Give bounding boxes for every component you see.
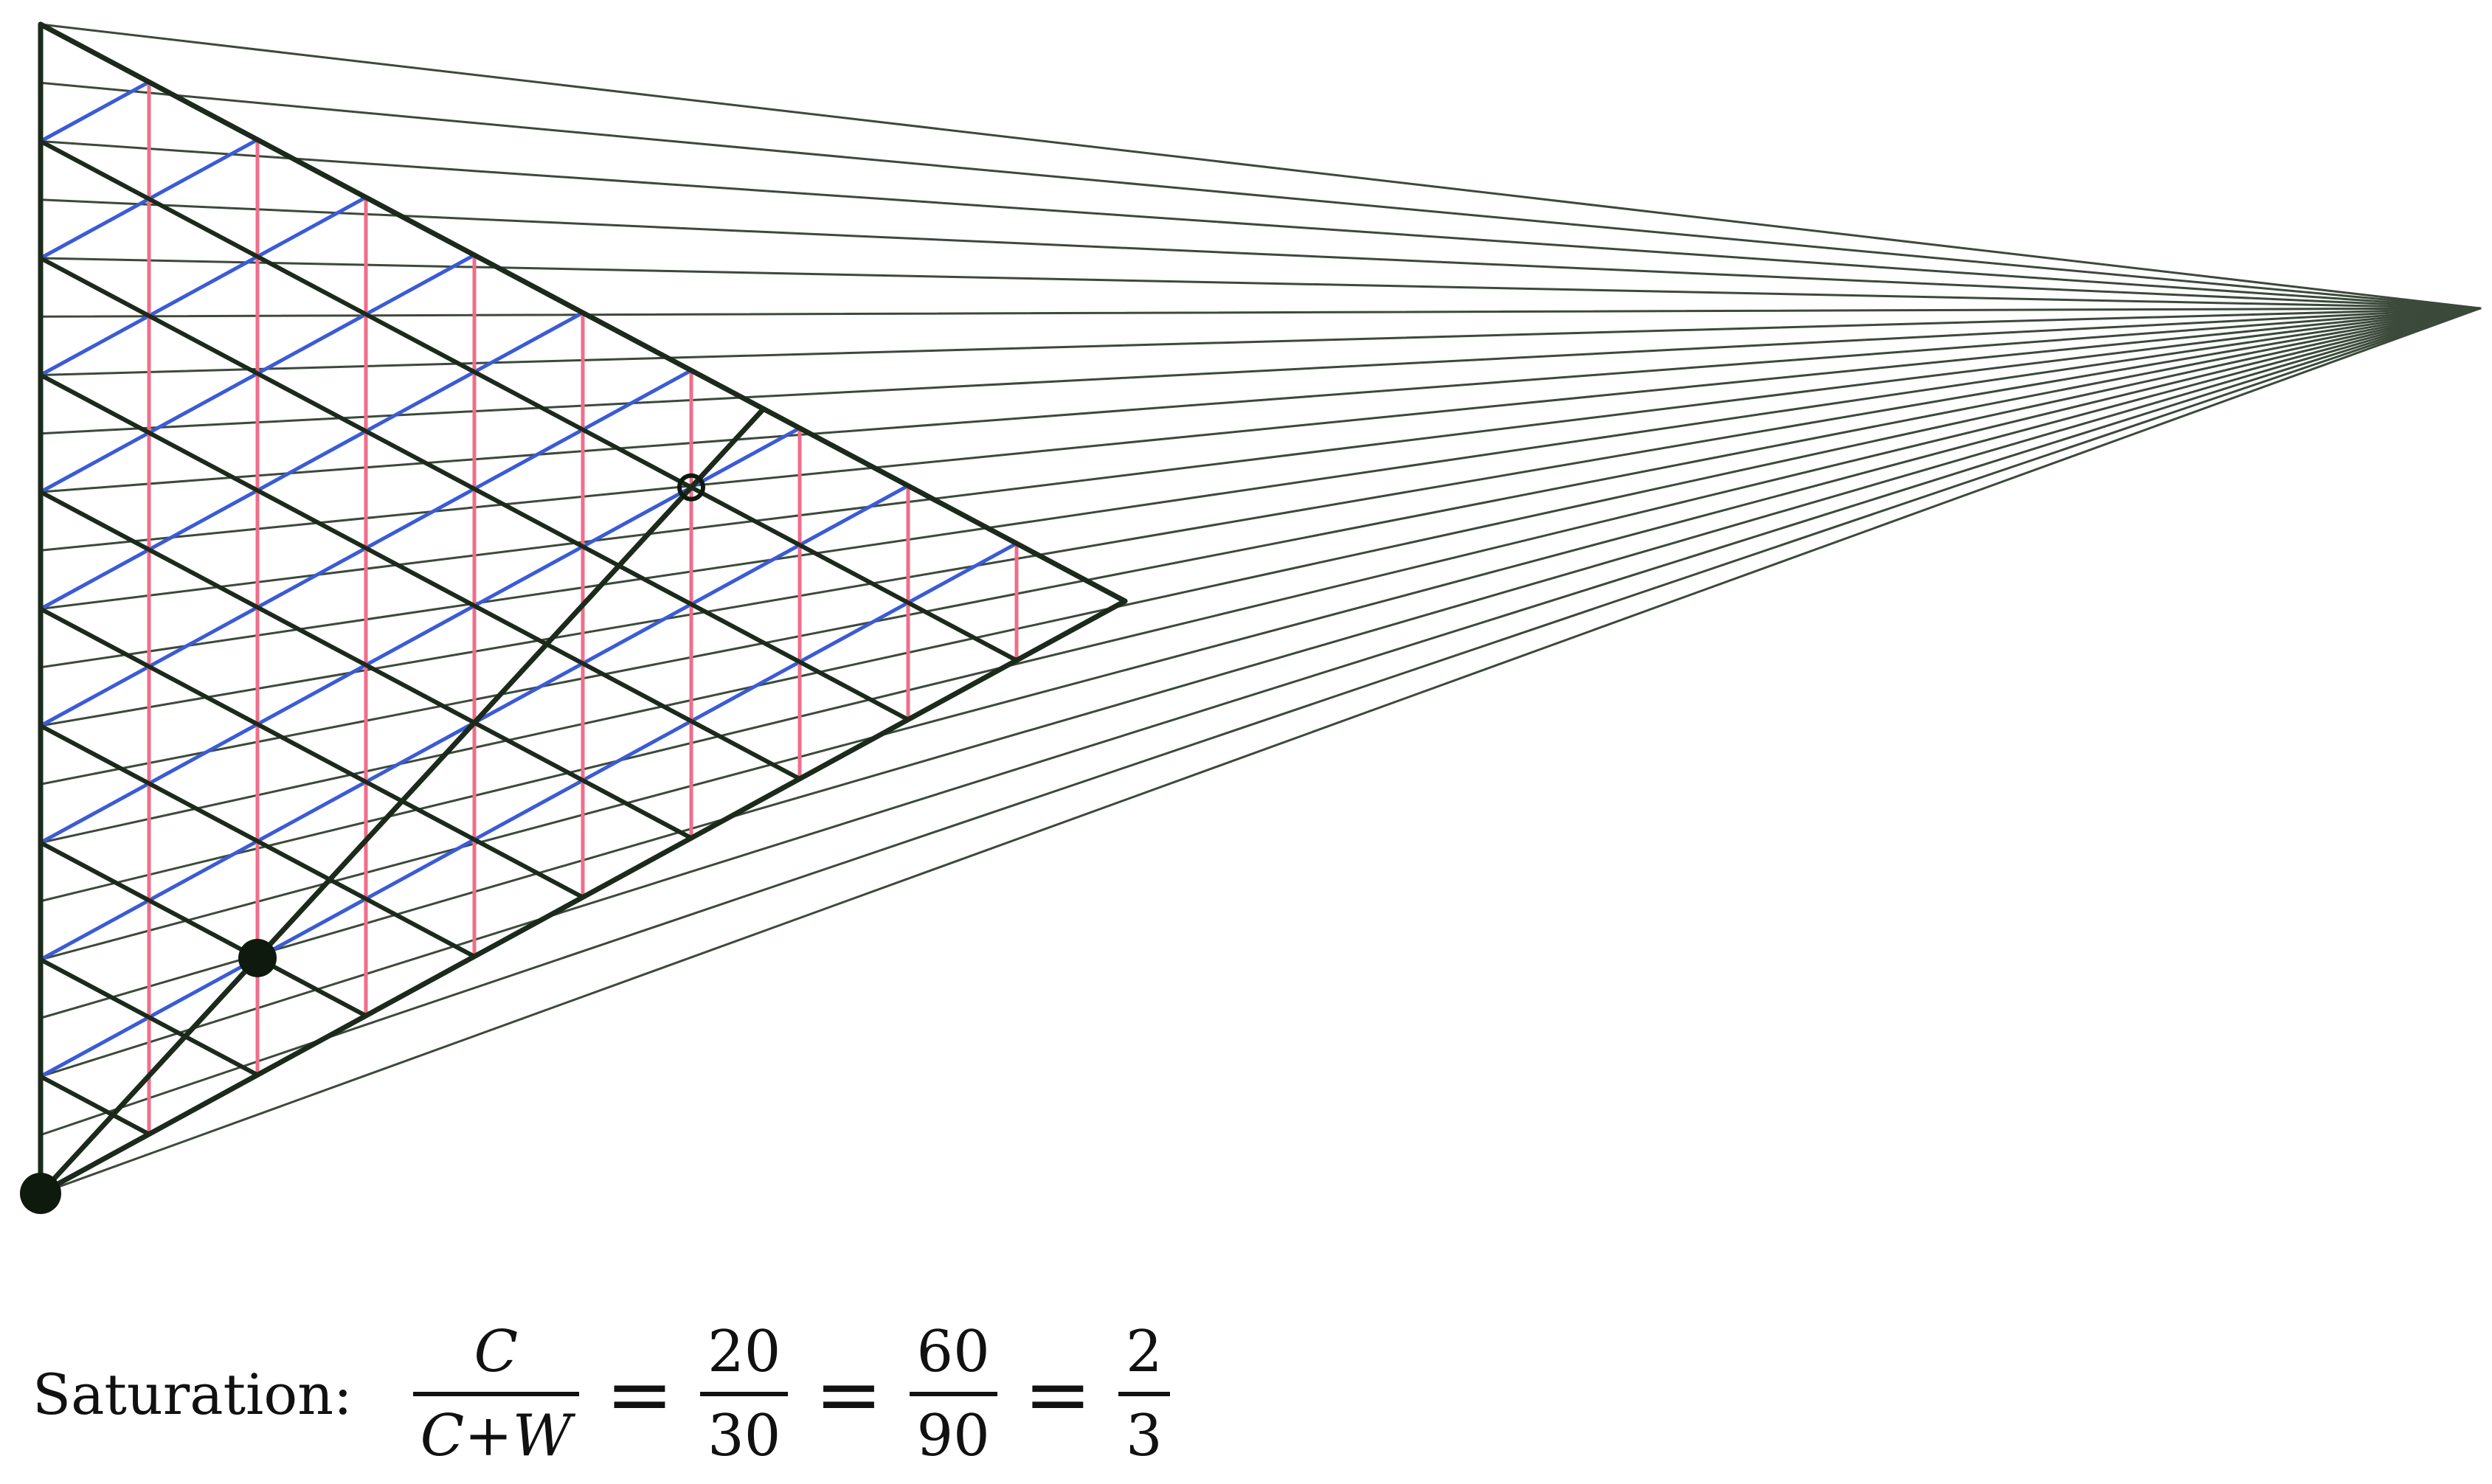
equals-sign: = bbox=[1023, 1347, 1092, 1441]
perspective-ray bbox=[39, 307, 2482, 318]
fraction-denominator: 90 bbox=[916, 1403, 990, 1469]
perspective-ray bbox=[39, 307, 2482, 1195]
mixture-point-marker bbox=[238, 938, 277, 977]
fraction-denominator: 30 bbox=[707, 1403, 781, 1469]
fraction-bar bbox=[1118, 1392, 1170, 1396]
perspective-ray bbox=[39, 307, 2482, 1078]
saturation-formula: Saturation: C C+W = 20 30 = 60 90 = 2 3 bbox=[32, 1306, 1186, 1483]
fraction-numerator: 2 bbox=[1125, 1319, 1163, 1385]
fraction-2-over-3: 2 3 bbox=[1118, 1318, 1170, 1470]
perspective-rays bbox=[39, 23, 2482, 1195]
black-grid-line bbox=[38, 724, 477, 959]
perspective-ray bbox=[39, 307, 2482, 493]
perspective-ray bbox=[39, 307, 2482, 435]
fraction-numerator: C bbox=[474, 1319, 519, 1385]
perspective-ray bbox=[39, 257, 2482, 310]
perspective-ray bbox=[39, 307, 2482, 1137]
perspective-ray bbox=[39, 307, 2482, 552]
fraction-bar bbox=[412, 1392, 579, 1396]
fraction-c-over-c-plus-w: C C+W bbox=[412, 1318, 579, 1470]
equals-sign: = bbox=[605, 1347, 674, 1441]
black-grid-line bbox=[38, 490, 693, 841]
blue-grid-line bbox=[38, 426, 802, 845]
blue-grid-line bbox=[38, 311, 585, 611]
perspective-ray bbox=[39, 307, 2482, 376]
perspective-ray bbox=[39, 307, 2482, 610]
black-grid-line bbox=[38, 256, 910, 722]
fraction-denominator: 3 bbox=[1125, 1403, 1163, 1469]
projected-point-marker bbox=[677, 473, 705, 502]
saturation-line bbox=[38, 406, 766, 1196]
black-grid-line bbox=[38, 139, 1019, 663]
black-grid-line bbox=[38, 1074, 151, 1137]
black-grid-line bbox=[38, 957, 260, 1078]
perspective-ray bbox=[39, 307, 2482, 844]
perspective-ray bbox=[39, 307, 2482, 727]
blue-grid-line bbox=[38, 80, 151, 143]
black-grid-lines bbox=[38, 139, 1019, 1137]
fraction-bar bbox=[700, 1392, 789, 1396]
equals-sign: = bbox=[814, 1347, 883, 1441]
perspective-ray bbox=[39, 81, 2482, 310]
perspective-ray bbox=[39, 23, 2482, 310]
perspective-ray bbox=[39, 307, 2482, 786]
triangle-edge-top bbox=[38, 21, 1128, 604]
perspective-ray bbox=[39, 307, 2482, 903]
fraction-numerator: 20 bbox=[707, 1319, 781, 1385]
black-grid-line bbox=[38, 840, 368, 1019]
perspective-ray bbox=[39, 307, 2482, 1019]
fraction-bar bbox=[909, 1392, 997, 1396]
fraction-numerator: 60 bbox=[916, 1319, 990, 1385]
triangle-outline bbox=[38, 21, 1128, 1196]
perspective-ray bbox=[39, 307, 2482, 669]
blue-grid-line bbox=[38, 541, 1019, 1078]
fraction-20-over-30: 20 30 bbox=[700, 1318, 789, 1470]
perspective-ray bbox=[39, 307, 2482, 961]
triangle-edge-bottom bbox=[38, 598, 1128, 1196]
blue-grid-line bbox=[38, 195, 368, 377]
white-anchor-marker bbox=[20, 1173, 61, 1214]
black-grid-line bbox=[38, 372, 802, 781]
fraction-60-over-90: 60 90 bbox=[909, 1318, 997, 1470]
fraction-denominator: C+W bbox=[420, 1403, 572, 1469]
black-grid-line bbox=[38, 606, 585, 900]
formula-label: Saturation: bbox=[32, 1361, 353, 1427]
perspective-ray bbox=[39, 198, 2482, 310]
perspective-ray bbox=[39, 140, 2482, 310]
point-markers bbox=[20, 473, 705, 1214]
